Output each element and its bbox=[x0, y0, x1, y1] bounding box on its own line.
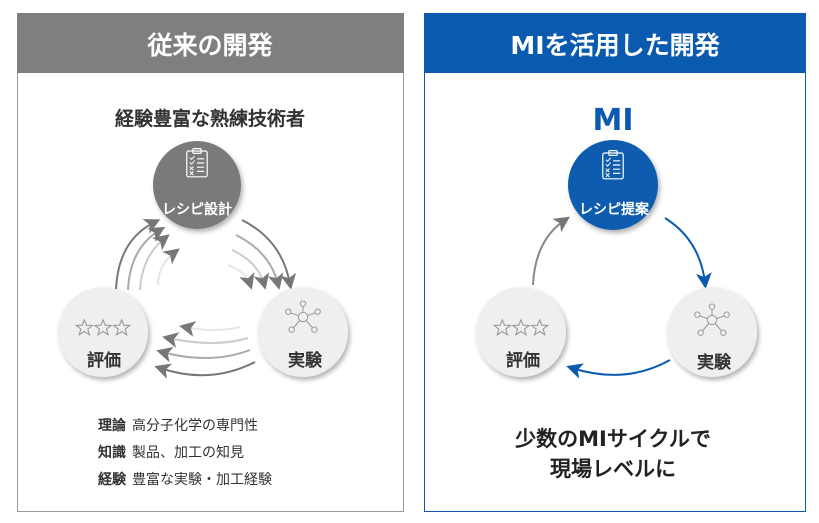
conclusion-line-2: 現場レベルに bbox=[550, 457, 676, 481]
cycle-arrows bbox=[115, 219, 297, 379]
node-evaluation: 評価 bbox=[476, 287, 566, 377]
right-header bbox=[424, 13, 806, 73]
node-experiment: 実験 bbox=[258, 287, 348, 377]
right-panel: MIを活用した開発 MI レシピ提案 評価 実験 少数のMIサイクルで 現場レベ… bbox=[424, 13, 806, 512]
term: 理論 bbox=[98, 417, 127, 434]
left-panel: 従来の開発 経験豊富な熟練技術者 レシピ設計 評価 実験 理論高分子化学の専門性… bbox=[17, 13, 404, 512]
node-label: レシピ提案 bbox=[579, 201, 650, 218]
right-subtitle: MI bbox=[592, 103, 633, 138]
desc: 豊富な実験・加工経験 bbox=[132, 471, 272, 488]
right-panel-border bbox=[424, 13, 806, 512]
right-title: MIを活用した開発 bbox=[510, 31, 720, 60]
node-label: 実験 bbox=[697, 352, 732, 373]
node-label: レシピ設計 bbox=[162, 201, 232, 218]
node-experiment: 実験 bbox=[667, 287, 757, 377]
desc: 製品、加工の知見 bbox=[132, 444, 244, 461]
term: 経験 bbox=[98, 471, 127, 488]
node-label: 実験 bbox=[288, 350, 323, 371]
node-evaluation: 評価 bbox=[58, 287, 148, 377]
node-design: レシピ設計 bbox=[153, 141, 241, 229]
term: 知識 bbox=[98, 444, 126, 461]
knowledge-list: 理論高分子化学の専門性 知識製品、加工の知見 経験豊富な実験・加工経験 bbox=[98, 417, 272, 488]
left-panel-border bbox=[17, 13, 404, 512]
conclusion-line-1: 少数のMIサイクルで bbox=[514, 427, 711, 451]
left-header bbox=[17, 13, 404, 73]
left-title: 従来の開発 bbox=[146, 31, 273, 60]
node-label: 評価 bbox=[506, 350, 540, 371]
cycle-arrows bbox=[532, 216, 712, 379]
node-design: レシピ提案 bbox=[568, 140, 658, 230]
left-subtitle: 経験豊富な熟練技術者 bbox=[115, 107, 305, 130]
desc: 高分子化学の専門性 bbox=[132, 417, 258, 434]
node-label: 評価 bbox=[87, 350, 121, 371]
